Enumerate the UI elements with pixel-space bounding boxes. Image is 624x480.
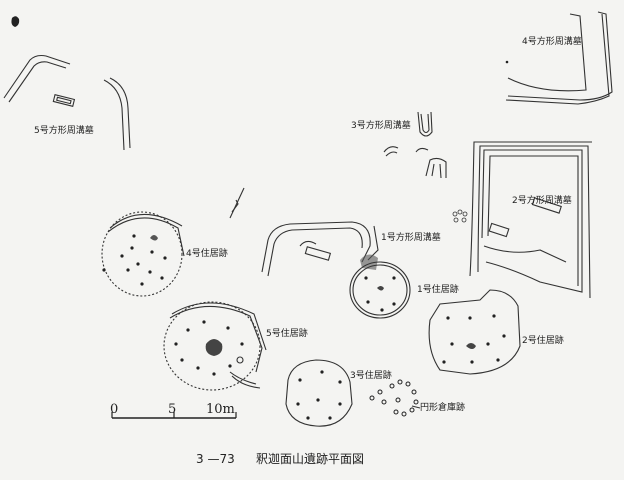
label-dwelling-3: 3号住居跡	[350, 369, 392, 381]
storehouse	[369, 379, 419, 417]
dwelling-4	[101, 211, 185, 297]
scale-label-5: 5	[168, 402, 176, 417]
label-pit-tomb-4: 4号方形周溝墓	[522, 35, 582, 47]
scale-bar: 0 5 10m	[110, 402, 237, 419]
label-dwelling-1: 1号住居跡	[417, 283, 459, 295]
pit-tomb-5	[3, 54, 131, 151]
scale-label-10m: 10m	[206, 402, 235, 417]
label-pit-tomb-1: 1号方形周溝墓	[381, 231, 441, 243]
label-dwelling-2: 2号住居跡	[522, 334, 564, 346]
dwelling-2	[428, 289, 521, 375]
figure-number: 3 —73	[196, 452, 235, 466]
label-dwelling-5: 5号住居跡	[266, 327, 308, 339]
dwelling-3	[285, 359, 353, 427]
label-storehouse: 円形倉庫跡	[420, 401, 465, 413]
label-pit-tomb-3: 3号方形周溝墓	[351, 119, 411, 131]
label-pit-tomb-2: 2号方形周溝墓	[512, 194, 572, 206]
north-arrow	[229, 187, 245, 219]
dwelling-5	[163, 301, 267, 391]
figure-title: 釈迦面山遺跡平面図	[256, 451, 364, 466]
storehouse-leader-line	[411, 405, 421, 409]
pit-tomb-2	[452, 141, 592, 299]
pit-tomb-4	[505, 11, 613, 105]
dwelling-1	[349, 261, 411, 319]
label-dwelling-4: 4号住居跡	[186, 247, 228, 259]
label-pit-tomb-5: 5号方形周溝墓	[34, 124, 94, 136]
ink-mark	[11, 16, 20, 27]
pit-tomb-3	[383, 111, 447, 179]
scale-label-0: 0	[110, 402, 118, 417]
pit-tomb-1	[261, 221, 379, 277]
